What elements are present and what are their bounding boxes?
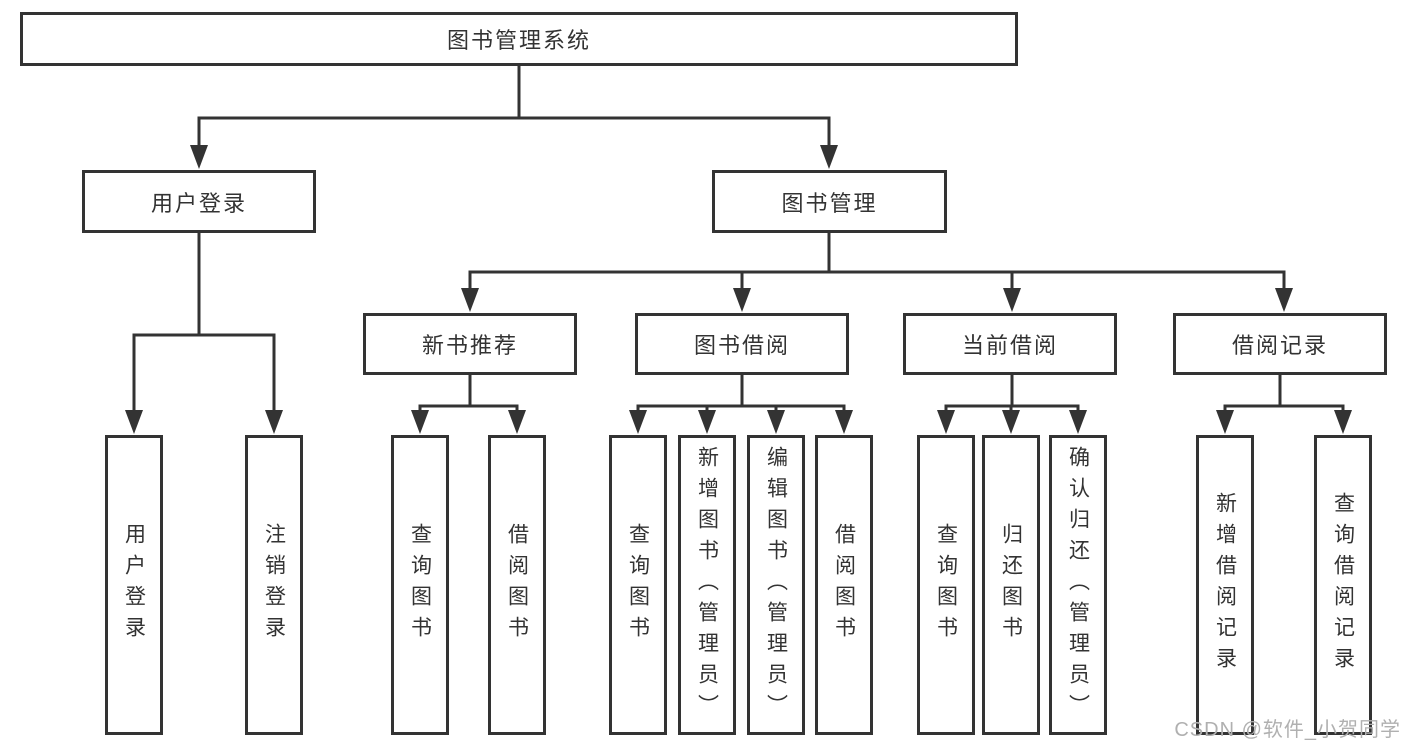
leaf-borrow-borrow-books: 借阅图书 xyxy=(815,435,873,735)
node-borrowing-records: 借阅记录 xyxy=(1173,313,1387,375)
leaf-records-query-record: 查询借阅记录 xyxy=(1314,435,1372,735)
leaf-rec-query-books: 查询图书 xyxy=(391,435,449,735)
node-new-book-recommendation: 新书推荐 xyxy=(363,313,577,375)
node-book-management: 图书管理 xyxy=(712,170,947,233)
node-user-login: 用户登录 xyxy=(82,170,316,233)
leaf-current-query-books: 查询图书 xyxy=(917,435,975,735)
leaf-user-login: 用户登录 xyxy=(105,435,163,735)
leaf-records-add-record: 新增借阅记录 xyxy=(1196,435,1254,735)
leaf-current-confirm-return-admin: 确认归还（管理员） xyxy=(1049,435,1107,735)
node-book-borrowing: 图书借阅 xyxy=(635,313,849,375)
node-current-borrowing: 当前借阅 xyxy=(903,313,1117,375)
leaf-logout: 注销登录 xyxy=(245,435,303,735)
leaf-borrow-add-books-admin: 新增图书（管理员） xyxy=(678,435,736,735)
node-root-library-system: 图书管理系统 xyxy=(20,12,1018,66)
leaf-borrow-edit-books-admin: 编辑图书（管理员） xyxy=(747,435,805,735)
leaf-current-return-books: 归还图书 xyxy=(982,435,1040,735)
watermark: CSDN @软件_小贺同学 xyxy=(1174,719,1401,741)
leaf-borrow-query-books: 查询图书 xyxy=(609,435,667,735)
leaf-rec-borrow-books: 借阅图书 xyxy=(488,435,546,735)
